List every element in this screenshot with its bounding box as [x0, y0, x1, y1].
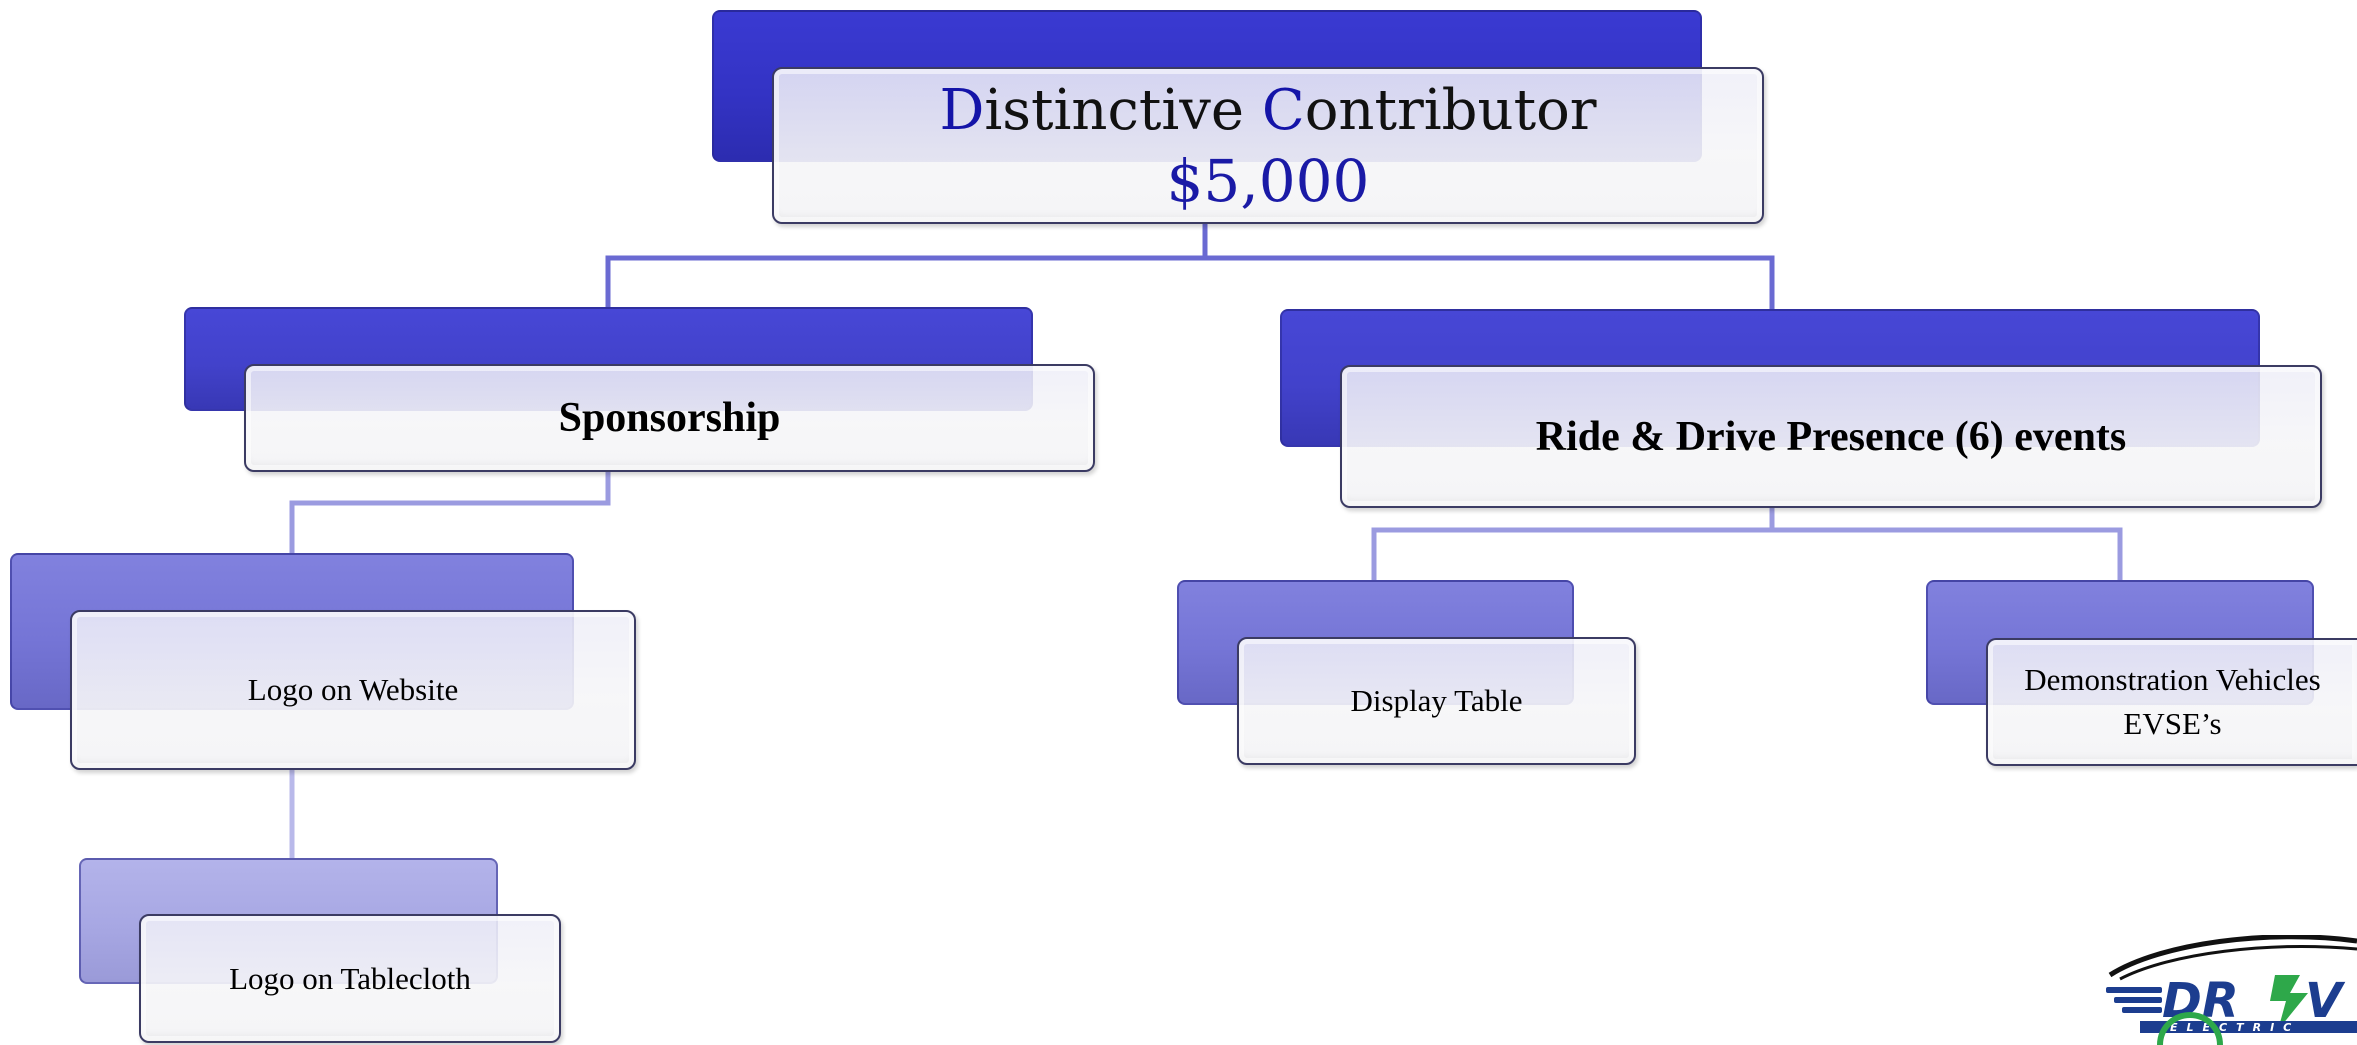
root-price: $5,000	[1166, 146, 1370, 215]
display-table-node-card: Display Table	[1237, 637, 1636, 765]
logo-tablecloth-label: Logo on Tablecloth	[229, 960, 471, 996]
root-title-initial-d: D	[939, 77, 985, 143]
root-node-card: Distinctive Contributor $5,000	[772, 67, 1764, 224]
drive-electric-logo: DR V ELECTRIC	[2100, 935, 2357, 1045]
ride-drive-label: Ride & Drive Presence (6) events	[1535, 413, 2127, 460]
demo-vehicles-label-line2: EVSE’s	[2123, 706, 2222, 741]
root-title-part-2: ontributor	[1304, 77, 1597, 143]
svg-text:ELECTRIC: ELECTRIC	[2170, 1021, 2300, 1034]
connector-root-branches	[605, 222, 1775, 310]
logo-tablecloth-node-card: Logo on Tablecloth	[139, 914, 561, 1043]
logo-website-node-card: Logo on Website	[70, 610, 636, 770]
connector-ride-children	[1371, 506, 2123, 580]
svg-text:V: V	[2305, 973, 2346, 1029]
sponsorship-node-card: Sponsorship	[244, 364, 1095, 472]
logo-website-label: Logo on Website	[247, 672, 459, 707]
display-table-label: Display Table	[1350, 683, 1523, 718]
root-title: Distinctive Contributor	[939, 76, 1596, 146]
demo-vehicles-node-card: Demonstration Vehicles EVSE’s	[1986, 638, 2357, 766]
connector-sponsorship-website	[289, 470, 611, 553]
sponsorship-label: Sponsorship	[558, 395, 781, 441]
root-title-part-1: istinctive	[984, 77, 1262, 143]
drive-electric-logo-icon: DR V ELECTRIC	[2106, 935, 2357, 1045]
demo-vehicles-label-line1: Demonstration Vehicles	[2024, 662, 2321, 697]
ride-drive-node-card: Ride & Drive Presence (6) events	[1340, 365, 2322, 508]
root-title-initial-c: C	[1261, 77, 1305, 143]
